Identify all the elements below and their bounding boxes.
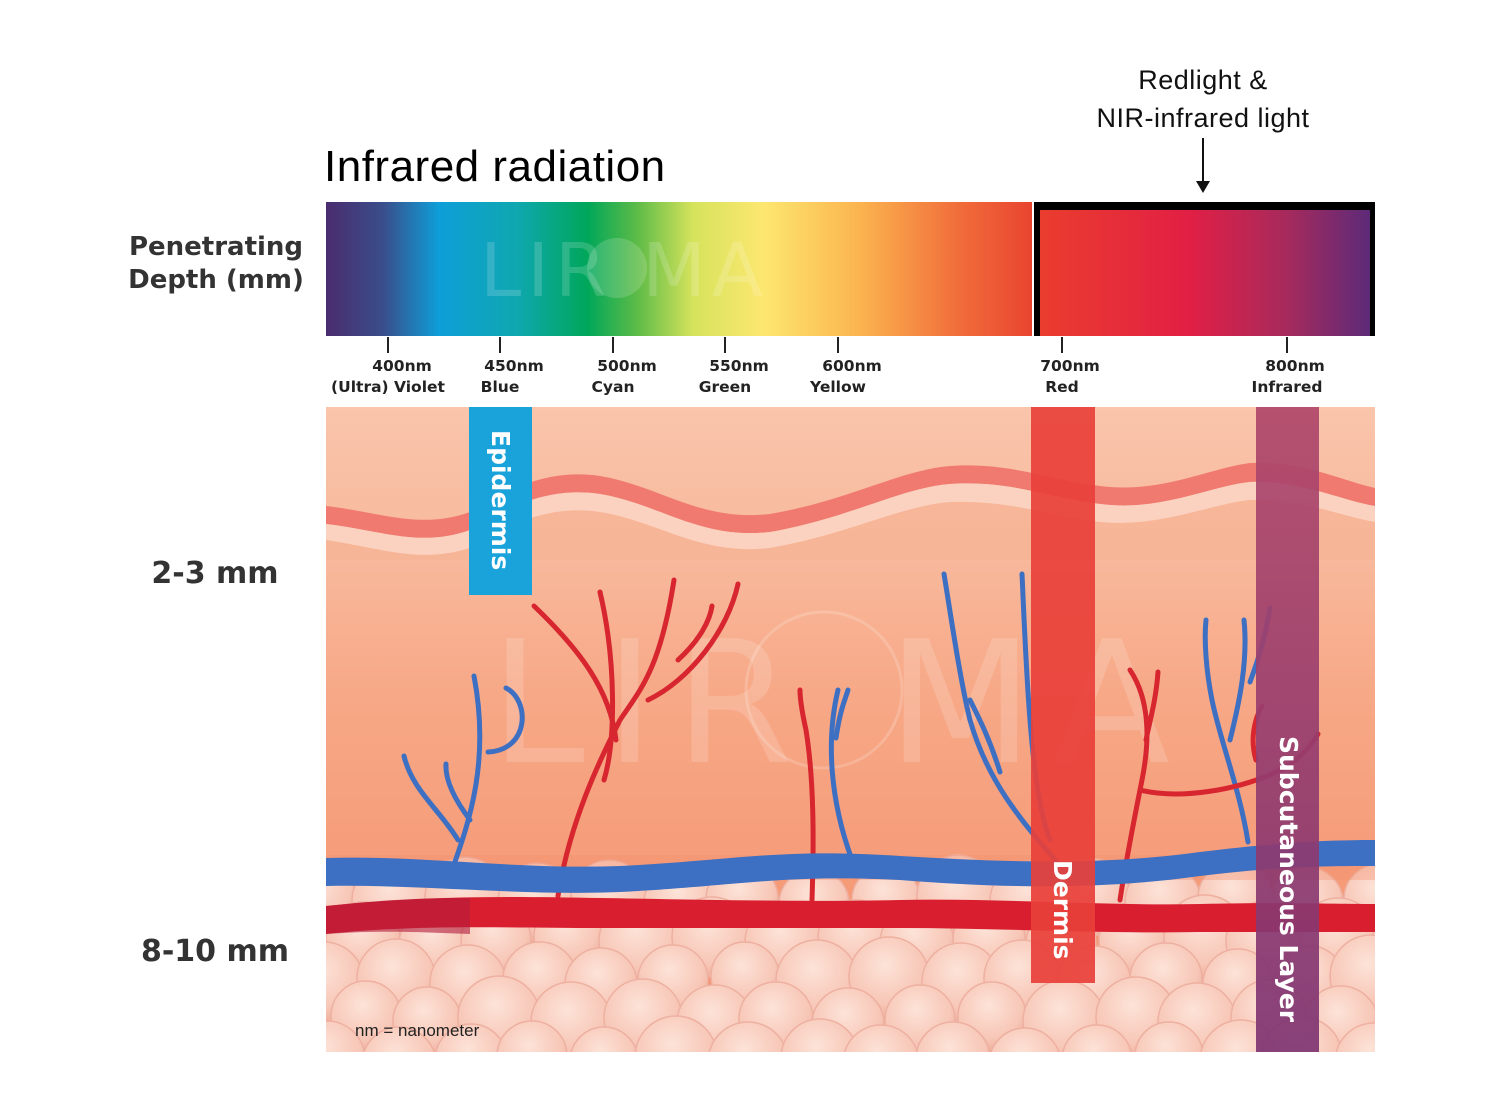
- callout-line2: NIR-infrared light: [1096, 103, 1309, 133]
- vein-branch: [443, 761, 473, 823]
- tick-wavelength-label: 500nm: [597, 357, 657, 375]
- tick-wavelength-label: 600nm: [822, 357, 882, 375]
- watermark-logo: [587, 238, 647, 298]
- chart-title: Infrared radiation: [324, 142, 666, 191]
- fat-cell: [990, 1027, 1060, 1052]
- vein-branch: [833, 687, 851, 741]
- tick-wavelength-label: 800nm: [1265, 357, 1325, 375]
- artery-branch: [675, 603, 715, 663]
- fat-cell: [435, 1023, 507, 1052]
- vein-branch: [828, 687, 855, 863]
- depth-label-shallow: 2-3 mm: [151, 556, 278, 591]
- tick-color-label: (Ultra) Violet: [331, 378, 445, 396]
- vein-branch: [401, 753, 461, 843]
- vein-branch: [1227, 617, 1248, 743]
- spectrum-watermark: LIR MA: [480, 228, 768, 314]
- red-light-bar: [1031, 407, 1095, 983]
- artery-branch: [531, 603, 619, 743]
- tick-color-label: Yellow: [809, 378, 866, 396]
- blue-light-bar: [469, 407, 532, 595]
- fat-cell: [496, 1020, 568, 1052]
- artery-shade: [326, 898, 470, 934]
- callout-line1: Redlight &: [1138, 65, 1268, 95]
- tick-wavelength-label: 550nm: [709, 357, 769, 375]
- watermark-text: LIR MA: [480, 228, 768, 314]
- fat-cell: [780, 1018, 860, 1052]
- tick-color-label: Cyan: [592, 378, 635, 396]
- tick-color-label: Red: [1045, 378, 1079, 396]
- infrared-light-bar: [1256, 407, 1319, 1052]
- tick-wavelength-label: 450nm: [484, 357, 544, 375]
- tick-wavelength-label: 700nm: [1040, 357, 1100, 375]
- artery-branch: [1143, 669, 1161, 743]
- fat-cell: [1335, 1022, 1375, 1052]
- tick-color-label: Infrared: [1252, 378, 1323, 396]
- nir-spectrum-bar: [1040, 210, 1370, 336]
- vein-branch: [485, 685, 525, 755]
- fat-cell: [1134, 1021, 1204, 1052]
- tick-wavelength-label: 400nm: [372, 357, 432, 375]
- fat-cell: [708, 1021, 788, 1052]
- fat-cell: [326, 1020, 366, 1052]
- tick-color-label: Blue: [481, 378, 520, 396]
- epidermis-band-lower: [326, 481, 1375, 555]
- artery-branch: [597, 589, 616, 783]
- epidermis-band-upper: [326, 462, 1375, 538]
- subcutaneous-label: Subcutaneous Layer: [1274, 736, 1303, 1023]
- vein-branch: [449, 673, 483, 873]
- skin-cross-section: LIR MA: [326, 407, 1449, 1055]
- main-artery: [326, 896, 1375, 934]
- side-label-line2: Depth (mm): [128, 265, 304, 295]
- fat-cell: [1371, 925, 1375, 959]
- epidermis-label: Epidermis: [486, 430, 515, 570]
- fat-cell: [570, 1026, 638, 1052]
- vein-branch: [967, 697, 1003, 775]
- visible-spectrum-bar: [326, 202, 1032, 336]
- fat-cell: [1062, 1024, 1132, 1052]
- vein-branch: [1202, 617, 1251, 845]
- artery-branch: [645, 581, 741, 703]
- callout-arrow-head: [1196, 181, 1210, 193]
- depth-label-deep: 8-10 mm: [141, 934, 289, 969]
- fat-cell: [843, 1024, 919, 1052]
- artery-branch: [555, 577, 677, 899]
- dermis-label: Dermis: [1048, 860, 1077, 960]
- main-vein: [326, 840, 1375, 893]
- tick-color-label: Green: [699, 378, 751, 396]
- footnote: nm = nanometer: [355, 1021, 480, 1040]
- skin-watermark-logo: [744, 610, 904, 770]
- fat-cell: [1377, 983, 1449, 1055]
- fat-cell: [634, 1015, 718, 1052]
- side-label-line1: Penetrating: [129, 232, 303, 262]
- fat-cell: [363, 1026, 435, 1052]
- dermis-top: [326, 499, 1375, 560]
- fat-cell: [915, 1021, 991, 1052]
